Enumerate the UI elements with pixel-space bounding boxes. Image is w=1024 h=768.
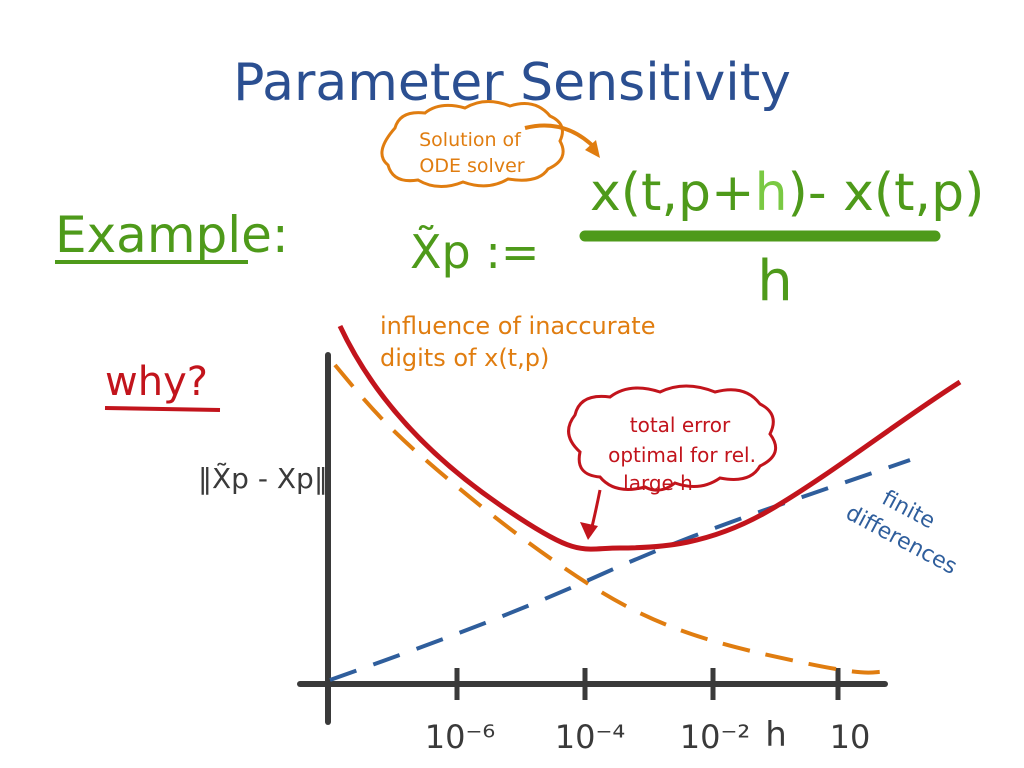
x-tick-label: 10 <box>830 718 871 756</box>
rounding-error-curve <box>333 363 891 675</box>
solution-note-line1: Solution of <box>419 129 522 151</box>
finite-difference-error-curve <box>329 458 911 682</box>
total-error-cloud <box>567 384 778 492</box>
solution-cloud <box>380 100 565 188</box>
example-label: Example: <box>55 206 289 264</box>
total-error-note-line1: total error <box>630 413 731 437</box>
numerator-h: h <box>755 163 788 223</box>
solution-arrow <box>524 123 597 150</box>
arrow-head-icon <box>580 522 598 540</box>
definition-lhs: X̃p := <box>410 225 539 279</box>
x-axis-label: h <box>765 715 787 755</box>
numerator: x(t,p+h)- x(t,p) <box>590 163 984 223</box>
total-error-note-line3: large h <box>623 471 693 495</box>
slide-title: Parameter Sensitivity <box>233 53 791 113</box>
x-tick-label: 10⁻² <box>680 718 750 756</box>
influence-note-line1: influence of inaccurate <box>380 312 655 340</box>
why-label: why? <box>105 359 208 405</box>
denominator: h <box>757 249 793 314</box>
solution-note-line2: ODE solver <box>419 155 524 177</box>
finite-diff-note: finite differences <box>842 486 961 580</box>
y-axis-label: ‖X̃p - Xp‖ <box>198 462 328 495</box>
total-error-note-line2: optimal for rel. <box>608 443 756 467</box>
arrow-head-icon <box>585 140 600 158</box>
influence-note-line2: digits of x(t,p) <box>380 344 549 372</box>
x-tick-label: 10⁻⁶ <box>425 718 495 756</box>
total-error-curve <box>337 324 962 552</box>
why-underline <box>104 406 221 412</box>
numerator-part2: )- x(t,p) <box>788 163 985 223</box>
numerator-part1: x(t,p+ <box>590 163 755 223</box>
x-tick-label: 10⁻⁴ <box>555 718 625 756</box>
